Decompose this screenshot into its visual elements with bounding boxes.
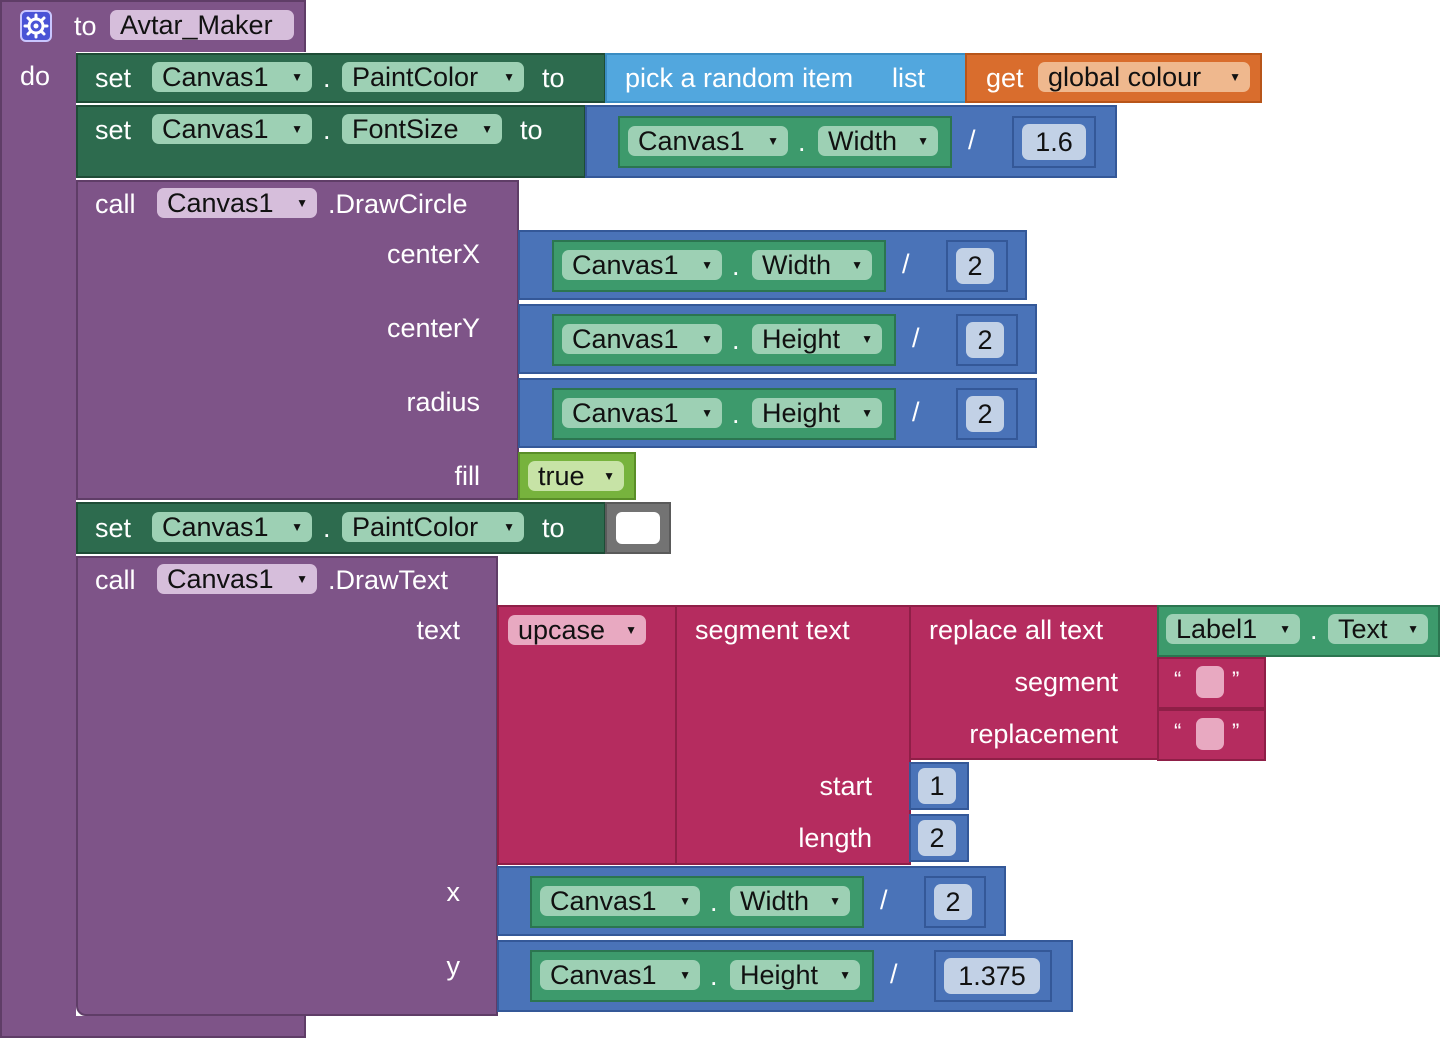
- string-field[interactable]: [1196, 718, 1224, 750]
- component-dropdown[interactable]: Canvas1▼: [540, 886, 700, 916]
- dot-separator: .: [710, 961, 718, 991]
- property-dropdown[interactable]: Width▼: [730, 886, 850, 916]
- dot-separator: .: [323, 63, 331, 93]
- property-dropdown[interactable]: Width▼: [752, 250, 872, 280]
- property-dropdown[interactable]: PaintColor▼: [342, 512, 524, 542]
- quote-close: ”: [1232, 719, 1240, 744]
- replace-all-block[interactable]: [909, 605, 1159, 760]
- segment-text-block[interactable]: [675, 605, 911, 865]
- property-dropdown[interactable]: Height▼: [730, 960, 860, 990]
- set-keyword: set: [95, 63, 132, 93]
- divide-operator[interactable]: /: [890, 959, 898, 989]
- upcase-block[interactable]: [497, 605, 677, 865]
- procedure-do-keyword: do: [20, 61, 51, 91]
- component-dropdown[interactable]: Canvas1▼: [152, 62, 312, 92]
- component-dropdown[interactable]: Canvas1▼: [540, 960, 700, 990]
- component-dropdown[interactable]: Canvas1▼: [152, 512, 312, 542]
- set-keyword: set: [95, 115, 132, 145]
- divide-operator[interactable]: /: [912, 323, 920, 353]
- dot-separator: .: [323, 513, 331, 543]
- procedure-name-field[interactable]: Avtar_Maker: [110, 10, 294, 40]
- to-keyword: to: [542, 63, 565, 93]
- procedure-to-keyword: to: [74, 11, 97, 41]
- centery-label: centerY: [386, 313, 480, 343]
- number-field[interactable]: 2: [966, 396, 1004, 432]
- replace-all-label: replace all text: [929, 615, 1104, 645]
- component-dropdown[interactable]: Canvas1▼: [157, 564, 317, 594]
- pick-random-item-block[interactable]: [605, 53, 967, 103]
- drawtext-block[interactable]: [76, 556, 498, 1016]
- component-dropdown[interactable]: Canvas1▼: [152, 114, 312, 144]
- divide-operator[interactable]: /: [880, 885, 888, 915]
- length-number-field[interactable]: 2: [918, 820, 956, 856]
- dot-separator: .: [732, 399, 740, 429]
- component-dropdown[interactable]: Canvas1▼: [628, 126, 788, 156]
- color-swatch[interactable]: [616, 512, 660, 544]
- dot-separator: .: [1310, 615, 1318, 645]
- dot-separator: .: [798, 127, 806, 157]
- number-field[interactable]: 2: [934, 884, 972, 920]
- divide-operator[interactable]: /: [912, 397, 920, 427]
- number-field[interactable]: 1.6: [1022, 124, 1086, 160]
- number-field[interactable]: 2: [966, 322, 1004, 358]
- dot-separator: .: [323, 115, 331, 145]
- gear-icon[interactable]: [20, 10, 52, 42]
- quote-open: “: [1174, 719, 1182, 744]
- segment-text-label: segment text: [695, 615, 850, 645]
- length-label: length: [798, 823, 872, 853]
- list-label: list: [892, 63, 925, 93]
- component-dropdown[interactable]: Canvas1▼: [562, 324, 722, 354]
- set-keyword: set: [95, 513, 132, 543]
- text-label: text: [416, 615, 460, 645]
- fill-label: fill: [454, 461, 481, 491]
- number-field[interactable]: 1.375: [944, 958, 1040, 994]
- component-dropdown[interactable]: Label1▼: [1166, 614, 1300, 644]
- quote-close: ”: [1232, 667, 1240, 692]
- start-number-field[interactable]: 1: [918, 768, 956, 804]
- property-dropdown[interactable]: Text▼: [1328, 614, 1428, 644]
- x-label: x: [446, 877, 461, 907]
- centerx-label: centerX: [386, 239, 480, 269]
- procedure-footer: [0, 1016, 306, 1038]
- method-name: .DrawCircle: [328, 189, 468, 219]
- component-dropdown[interactable]: Canvas1▼: [562, 250, 722, 280]
- dot-separator: .: [710, 887, 718, 917]
- start-label: start: [819, 771, 872, 801]
- property-dropdown[interactable]: PaintColor▼: [342, 62, 524, 92]
- variable-dropdown[interactable]: global colour▼: [1038, 62, 1250, 92]
- number-field[interactable]: 2: [956, 248, 994, 284]
- procedure-body-bar: [0, 50, 76, 1016]
- property-dropdown[interactable]: Height▼: [752, 398, 882, 428]
- property-dropdown[interactable]: Width▼: [818, 126, 938, 156]
- call-keyword: call: [95, 189, 136, 219]
- divide-operator[interactable]: /: [968, 125, 976, 155]
- method-name: .DrawText: [328, 565, 449, 595]
- dot-separator: .: [732, 251, 740, 281]
- get-keyword: get: [986, 63, 1024, 93]
- property-dropdown[interactable]: FontSize▼: [342, 114, 502, 144]
- dot-separator: .: [732, 325, 740, 355]
- y-label: y: [446, 951, 461, 981]
- to-keyword: to: [542, 513, 565, 543]
- radius-label: radius: [406, 387, 480, 417]
- property-dropdown[interactable]: Height▼: [752, 324, 882, 354]
- divide-operator[interactable]: /: [902, 249, 910, 279]
- drawcircle-block[interactable]: [76, 180, 519, 500]
- segment-label: segment: [1014, 667, 1118, 697]
- quote-open: “: [1174, 667, 1182, 692]
- to-keyword: to: [520, 115, 543, 145]
- component-dropdown[interactable]: Canvas1▼: [157, 188, 317, 218]
- boolean-dropdown[interactable]: true▼: [528, 461, 624, 491]
- call-keyword: call: [95, 565, 136, 595]
- string-field[interactable]: [1196, 666, 1224, 698]
- component-dropdown[interactable]: Canvas1▼: [562, 398, 722, 428]
- replacement-label: replacement: [969, 719, 1118, 749]
- upcase-dropdown[interactable]: upcase▼: [508, 615, 646, 645]
- pick-random-label: pick a random item: [625, 63, 854, 93]
